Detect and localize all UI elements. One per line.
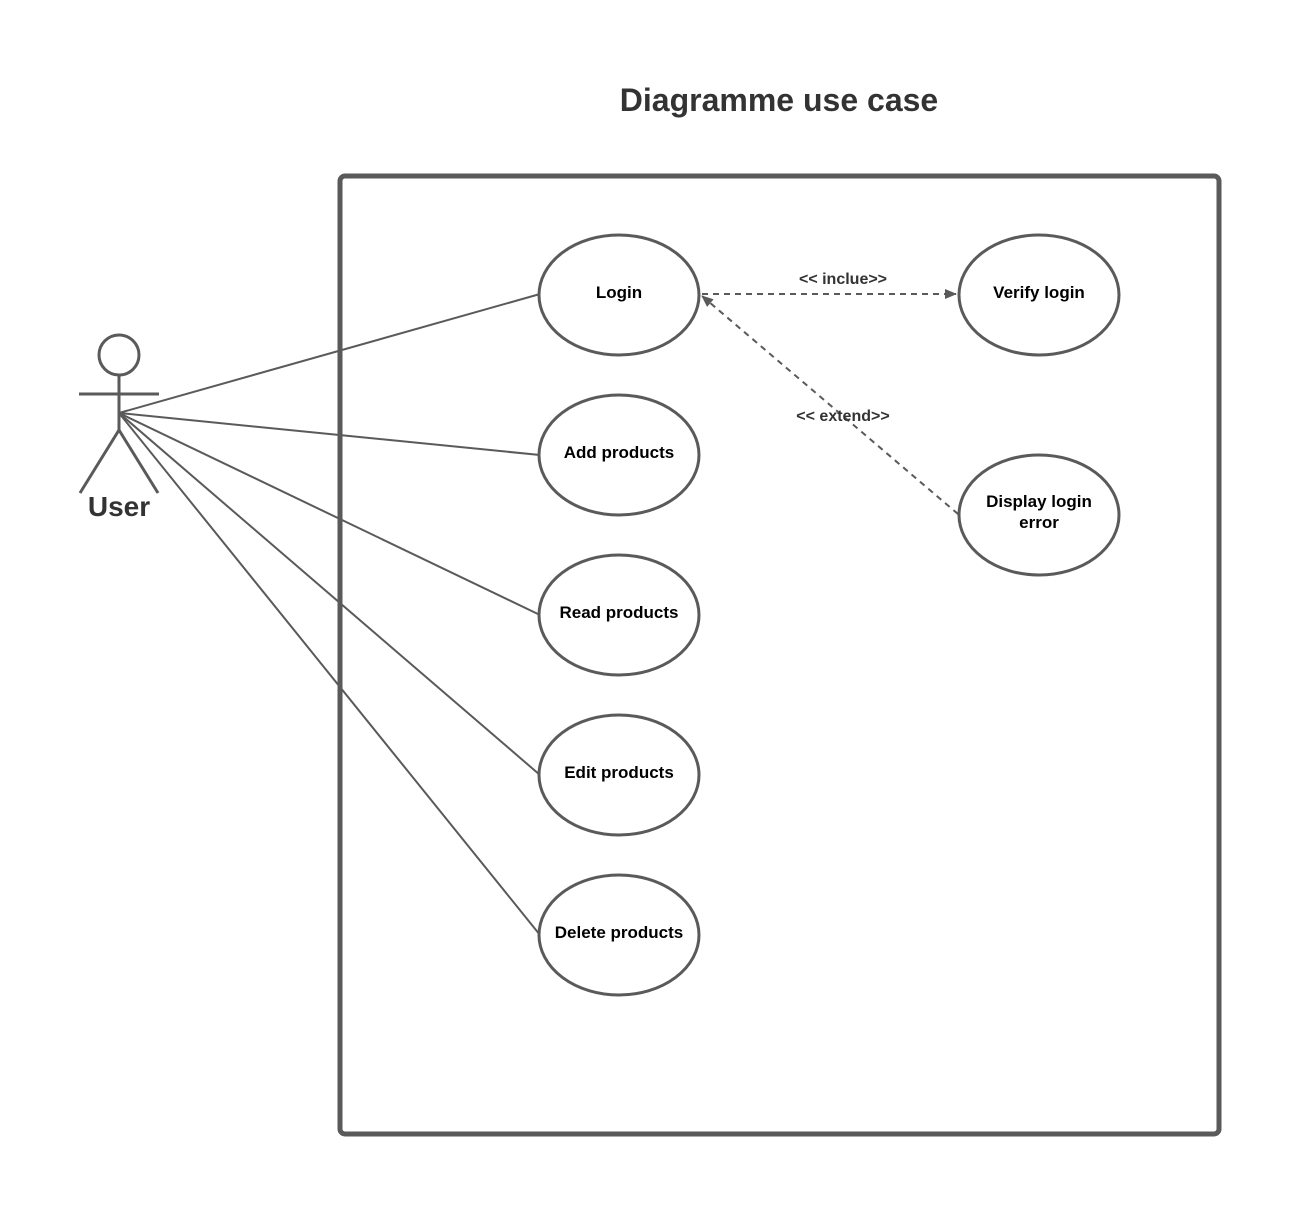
- association-read-products: [118, 412, 541, 616]
- association-delete-products: [118, 412, 541, 936]
- actor-user[interactable]: User: [78, 333, 160, 522]
- use-case-read-products-shape: [537, 553, 701, 677]
- use-case-verify-login-shape: [957, 233, 1121, 357]
- use-case-display-login-error-shape: [957, 453, 1121, 577]
- use-case-add-products[interactable]: Add products: [537, 393, 701, 517]
- actor-associations: [118, 293, 541, 936]
- use-case-display-login-error-label-line2: error: [1019, 513, 1059, 532]
- actor-left-leg: [78, 429, 121, 494]
- actor-head-icon: [97, 333, 141, 377]
- use-case-delete-products[interactable]: Delete products: [537, 873, 701, 997]
- use-case-display-login-error[interactable]: Display login error: [957, 453, 1121, 577]
- use-case-edit-products[interactable]: Edit products: [537, 713, 701, 837]
- use-case-display-login-error-label-line1: Display login: [986, 492, 1092, 511]
- use-case-read-products-label: Read products: [559, 603, 678, 622]
- use-case-read-products[interactable]: Read products: [537, 553, 701, 677]
- use-case-edit-products-label: Edit products: [564, 763, 674, 782]
- use-case-add-products-label: Add products: [564, 443, 675, 462]
- extend-arrow: [701, 295, 959, 515]
- use-case-verify-login[interactable]: Verify login: [957, 233, 1121, 357]
- include-label: << inclue>>: [799, 271, 887, 288]
- use-case-delete-products-label: Delete products: [555, 923, 683, 942]
- use-case-edit-products-shape: [537, 713, 701, 837]
- actor-right-leg: [117, 429, 160, 494]
- actor-label: User: [88, 491, 150, 522]
- extend-label: << extend>>: [796, 408, 889, 425]
- use-case-login-label: Login: [596, 283, 642, 302]
- use-case-login[interactable]: Login: [537, 233, 701, 357]
- association-login: [118, 293, 541, 414]
- association-add-products: [118, 412, 541, 456]
- use-case-login-shape: [537, 233, 701, 357]
- association-edit-products: [118, 412, 541, 776]
- use-case-verify-login-label: Verify login: [993, 283, 1085, 302]
- use-case-delete-products-shape: [537, 873, 701, 997]
- diagram-title: Diagramme use case: [620, 82, 938, 118]
- use-case-add-products-shape: [537, 393, 701, 517]
